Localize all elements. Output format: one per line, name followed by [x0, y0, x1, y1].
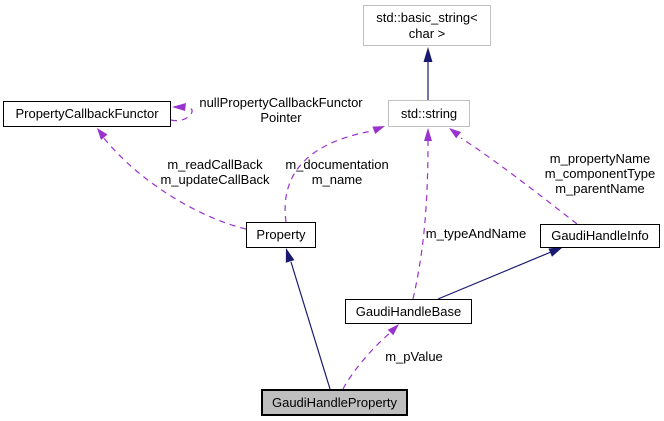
- usage-arrowhead-selfloop: [172, 103, 186, 111]
- usage-arrowhead-stdstring-center: [424, 128, 432, 141]
- node-property-label: Property: [256, 227, 306, 242]
- node-property-callback-functor[interactable]: PropertyCallbackFunctor: [3, 101, 171, 127]
- node-gaudi-handle-info-label: GaudiHandleInfo: [551, 228, 649, 243]
- edge-label-read-update-callbacks: m_readCallBack m_updateCallBack: [150, 157, 280, 187]
- node-std-string-label: std::string: [400, 105, 458, 121]
- node-std-basic-string-label-line2: char >: [408, 25, 446, 41]
- edge-label-read-callback: m_readCallBack: [167, 157, 263, 172]
- usage-arrowhead-gaudihandlebase: [387, 324, 399, 336]
- usage-arrowhead-stdstring-right: [449, 128, 461, 139]
- node-gaudi-handle-base[interactable]: GaudiHandleBase: [345, 299, 472, 324]
- node-std-basic-string-label-line1: std::basic_string<: [376, 9, 478, 25]
- usage-arrowhead-stdstring-left: [372, 126, 385, 134]
- edge-label-name: m_name: [311, 172, 363, 187]
- node-gaudi-handle-property: GaudiHandleProperty: [261, 389, 408, 416]
- node-std-basic-string[interactable]: std::basic_string< char >: [363, 5, 491, 46]
- edge-label-type-and-name: m_typeAndName: [421, 226, 531, 241]
- usage-edge-gaudihandleproperty-gaudihandlebase: [342, 332, 391, 390]
- edge-label-null-pointer-line1: nullPropertyCallbackFunctor: [199, 95, 363, 110]
- edge-label-p-value-text: m_pValue: [385, 349, 443, 364]
- node-property-callback-functor-label: PropertyCallbackFunctor: [15, 106, 159, 121]
- edge-label-null-pointer-line2: Pointer: [260, 110, 302, 125]
- usage-edge-property-propertycallbackfunctor: [102, 136, 247, 230]
- edge-label-null-property-callback-functor-pointer: nullPropertyCallbackFunctor Pointer: [195, 95, 367, 125]
- edge-label-property-name: m_propertyName: [549, 151, 651, 166]
- inheritance-arrowhead-property: [285, 248, 295, 263]
- usage-edge-selfloop-propertycallbackfunctor: [170, 106, 193, 122]
- node-gaudi-handle-property-label: GaudiHandleProperty: [271, 394, 398, 410]
- edge-label-type-and-name-text: m_typeAndName: [425, 226, 527, 241]
- edge-label-component-type: m_componentType: [544, 166, 656, 181]
- edge-label-update-callback: m_updateCallBack: [160, 172, 270, 187]
- node-property[interactable]: Property: [246, 222, 316, 248]
- edge-label-handle-info-members: m_propertyName m_componentType m_parentN…: [540, 151, 660, 196]
- node-std-string[interactable]: std::string: [388, 100, 470, 127]
- edge-label-documentation-name: m_documentation m_name: [278, 157, 396, 187]
- inheritance-edge-gaudihandlebase-gaudihandleinfo: [437, 251, 552, 300]
- node-gaudi-handle-info[interactable]: GaudiHandleInfo: [540, 224, 660, 248]
- edge-label-parent-name: m_parentName: [555, 181, 645, 196]
- edge-label-p-value: m_pValue: [381, 349, 447, 364]
- inheritance-arrowhead-basicstring: [423, 47, 433, 62]
- usage-edge-gaudihandleinfo-stdstring: [460, 137, 578, 225]
- usage-edge-property-stdstring: [284, 130, 373, 223]
- node-gaudi-handle-base-label: GaudiHandleBase: [355, 303, 462, 319]
- inheritance-edge-gaudihandleproperty-property: [290, 261, 331, 390]
- usage-arrowhead-propertycallbackfunctor: [97, 128, 108, 140]
- usage-edge-gaudihandlebase-stdstring: [412, 140, 429, 300]
- edge-label-documentation: m_documentation: [285, 157, 389, 172]
- inheritance-arrowhead-gaudihandleinfo: [548, 247, 563, 257]
